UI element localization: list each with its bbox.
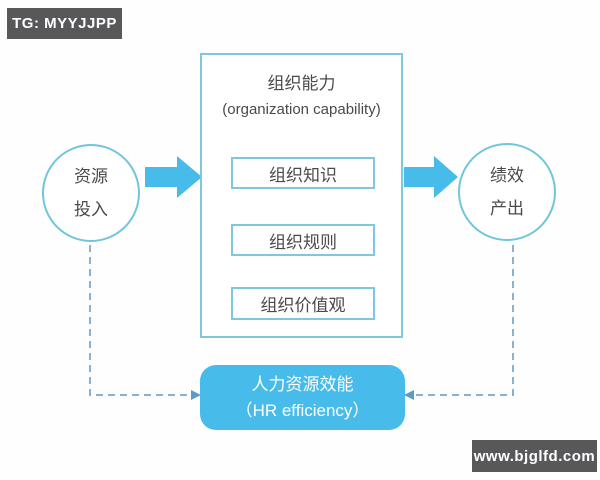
organization-rules-label: 组织规则 [269,232,337,252]
website-badge-bottom-right: www.bjglfd.com [472,440,597,472]
output-to-hr-dashed-connector [413,245,514,396]
output-to-hr-arrowhead-icon [404,390,414,400]
hr-efficiency-box: 人力资源效能 （HR efficiency） [200,365,405,430]
watermark-text: TG: MYYJJPP [12,15,117,32]
performance-output-node: 绩效 产出 [458,143,556,241]
capability-title: 组织能力 (organization capability) [202,70,401,122]
resource-input-label-line1: 资源 [74,166,108,186]
organization-rules-box: 组织规则 [231,224,375,256]
capability-title-zh: 组织能力 [267,74,336,93]
resource-input-node: 资源 投入 [42,144,140,242]
input-to-capability-arrow-icon [145,156,202,198]
performance-output-label-line1: 绩效 [490,165,524,185]
watermark-badge-top-left: TG: MYYJJPP [7,8,122,39]
resource-input-label-line2: 投入 [74,199,108,219]
capability-to-output-arrow-icon [404,156,458,198]
organization-knowledge-label: 组织知识 [269,165,337,185]
input-to-hr-dashed-connector [89,245,192,396]
organization-values-label: 组织价值观 [260,296,346,315]
organization-values-box: 组织价值观 [231,287,375,320]
capability-title-en: (organization capability) [222,101,381,118]
website-url-text: www.bjglfd.com [473,447,596,465]
hr-efficiency-label-en: （HR efficiency） [235,401,370,420]
organization-knowledge-box: 组织知识 [231,157,375,189]
hr-efficiency-label-zh: 人力资源效能 [251,375,354,394]
organization-capability-box: 组织能力 (organization capability) 组织知识 组织规则… [200,53,403,338]
performance-output-label-line2: 产出 [490,198,524,218]
